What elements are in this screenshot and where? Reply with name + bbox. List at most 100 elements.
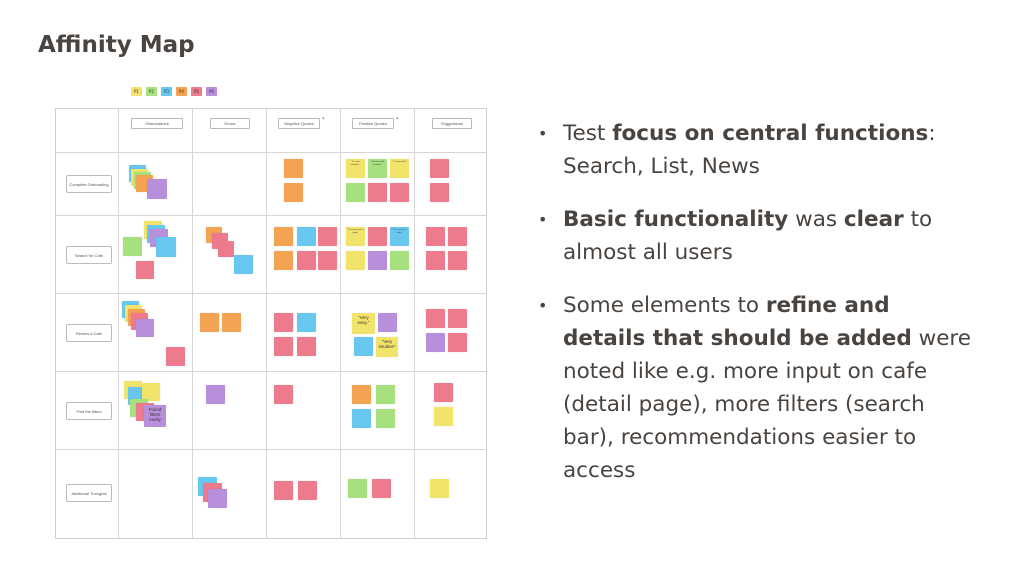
affinity-board: Observations Errors Negative Quotes * Po… bbox=[55, 108, 487, 539]
finding-item: Test focus on central functions: Search,… bbox=[538, 117, 978, 183]
sticky-note bbox=[448, 251, 467, 270]
column-header-errors: Errors bbox=[210, 118, 250, 129]
sticky-note bbox=[200, 313, 219, 332]
sticky-note bbox=[156, 237, 176, 257]
column-header-suggestions: Suggestions bbox=[432, 118, 472, 129]
sticky-note bbox=[426, 309, 445, 328]
sticky-note bbox=[434, 407, 453, 426]
sticky-note-the-search-is-clear: "The search is clear" bbox=[390, 227, 409, 246]
legend-chip-p1: P1 bbox=[131, 87, 142, 96]
sticky-note bbox=[368, 251, 387, 270]
sticky-note-found-filters-easily: Found filters easily bbox=[144, 405, 166, 427]
legend-chip-p2: P2 bbox=[146, 87, 157, 96]
column-header-observations: Observations bbox=[131, 118, 183, 129]
column-header-positive-quotes: Positive Quotes bbox=[352, 118, 394, 129]
legend-chip-p3: P3 bbox=[161, 87, 172, 96]
sticky-note bbox=[234, 255, 253, 274]
column-header-negative-quotes: Negative Quotes bbox=[278, 118, 320, 129]
sticky-note bbox=[426, 251, 445, 270]
row-header-complete-onboarding: Complete Onboarding bbox=[66, 175, 112, 193]
finding-text: was bbox=[788, 207, 844, 232]
sticky-note bbox=[274, 481, 293, 500]
sticky-note bbox=[390, 251, 409, 270]
finding-text: Some elements to bbox=[563, 293, 766, 318]
sticky-note bbox=[297, 251, 316, 270]
row-header-find-the-filters: Find the filters bbox=[66, 402, 112, 420]
finding-text: : Search, List, News bbox=[563, 121, 936, 179]
sticky-note bbox=[284, 183, 303, 202]
sticky-note bbox=[426, 333, 445, 352]
sticky-note bbox=[448, 309, 467, 328]
sticky-note bbox=[318, 251, 337, 270]
sticky-note bbox=[297, 337, 316, 356]
grid-line bbox=[118, 109, 119, 538]
grid-line bbox=[266, 109, 267, 538]
finding-text: Test bbox=[563, 121, 613, 146]
row-header-additional-thoughts: Additional Thoughts bbox=[66, 484, 112, 502]
sticky-note bbox=[136, 319, 154, 337]
grid-line bbox=[414, 109, 415, 538]
sticky-note bbox=[297, 227, 316, 246]
sticky-note bbox=[448, 333, 467, 352]
legend-chip-p5: P5 bbox=[191, 87, 202, 96]
row-header-search-for-cafe: Search for Cafe bbox=[66, 246, 112, 264]
sticky-note-very-intuitive: "Very intuitive" bbox=[376, 337, 398, 357]
sticky-note bbox=[123, 237, 142, 256]
sticky-note bbox=[284, 159, 303, 178]
sticky-note bbox=[378, 313, 397, 332]
sticky-note bbox=[274, 337, 293, 356]
finding-text: were noted like e.g. more input on cafe … bbox=[563, 326, 972, 483]
sticky-note bbox=[376, 409, 395, 428]
sticky-note-i-like-the-slide-screens: "I like the slide screens." bbox=[368, 159, 387, 178]
finding-emphasis: refine and details that should be added bbox=[563, 293, 912, 351]
finding-item: Some elements to refine and details that… bbox=[538, 289, 978, 487]
grid-line bbox=[56, 152, 486, 153]
row-header-review-a-cafe: Review a Cafe bbox=[66, 324, 112, 342]
sticky-note bbox=[274, 251, 293, 270]
sticky-note bbox=[208, 489, 227, 508]
sticky-note bbox=[448, 227, 467, 246]
sticky-note bbox=[376, 385, 395, 404]
sticky-note bbox=[352, 385, 371, 404]
slide-title: Affinity Map bbox=[38, 32, 195, 58]
finding-text: to almost all users bbox=[563, 207, 933, 265]
sticky-note-its-very-clear: "It's very clear" bbox=[390, 159, 409, 178]
sticky-note bbox=[348, 479, 367, 498]
grid-line bbox=[56, 215, 486, 216]
sticky-note bbox=[274, 313, 293, 332]
findings-list: Test focus on central functions: Search,… bbox=[538, 117, 978, 507]
sticky-note bbox=[434, 383, 453, 402]
grid-line bbox=[192, 109, 193, 538]
grid-line bbox=[56, 371, 486, 372]
sticky-note bbox=[218, 241, 234, 257]
finding-item: Basic functionality was clear to almost … bbox=[538, 203, 978, 269]
sticky-note bbox=[430, 479, 449, 498]
sticky-note bbox=[390, 183, 409, 202]
sticky-note bbox=[318, 227, 337, 246]
legend-chip-p4: P4 bbox=[176, 87, 187, 96]
grid-line bbox=[56, 293, 486, 294]
sticky-note bbox=[368, 227, 387, 246]
sticky-note bbox=[147, 179, 167, 199]
sticky-note bbox=[206, 385, 225, 404]
grid-line bbox=[340, 109, 341, 538]
sticky-note bbox=[274, 227, 293, 246]
sticky-note bbox=[297, 313, 316, 332]
sticky-note bbox=[372, 479, 391, 498]
finding-emphasis: focus on central functions bbox=[612, 121, 929, 146]
legend-chip-p6: P6 bbox=[206, 87, 217, 96]
sticky-note bbox=[166, 347, 185, 366]
sticky-note bbox=[142, 383, 160, 401]
column-marker: * bbox=[322, 117, 325, 123]
sticky-note bbox=[430, 159, 449, 178]
sticky-note bbox=[352, 409, 371, 428]
column-marker: * bbox=[396, 117, 399, 123]
sticky-note bbox=[346, 251, 365, 270]
participant-legend: P1 P2 P3 P4 P5 P6 bbox=[131, 87, 217, 96]
sticky-note bbox=[136, 261, 154, 279]
sticky-note bbox=[298, 481, 317, 500]
sticky-note-very-easy: "Very easy." bbox=[352, 313, 375, 334]
sticky-note bbox=[430, 183, 449, 202]
sticky-note bbox=[222, 313, 241, 332]
sticky-note bbox=[368, 183, 387, 202]
